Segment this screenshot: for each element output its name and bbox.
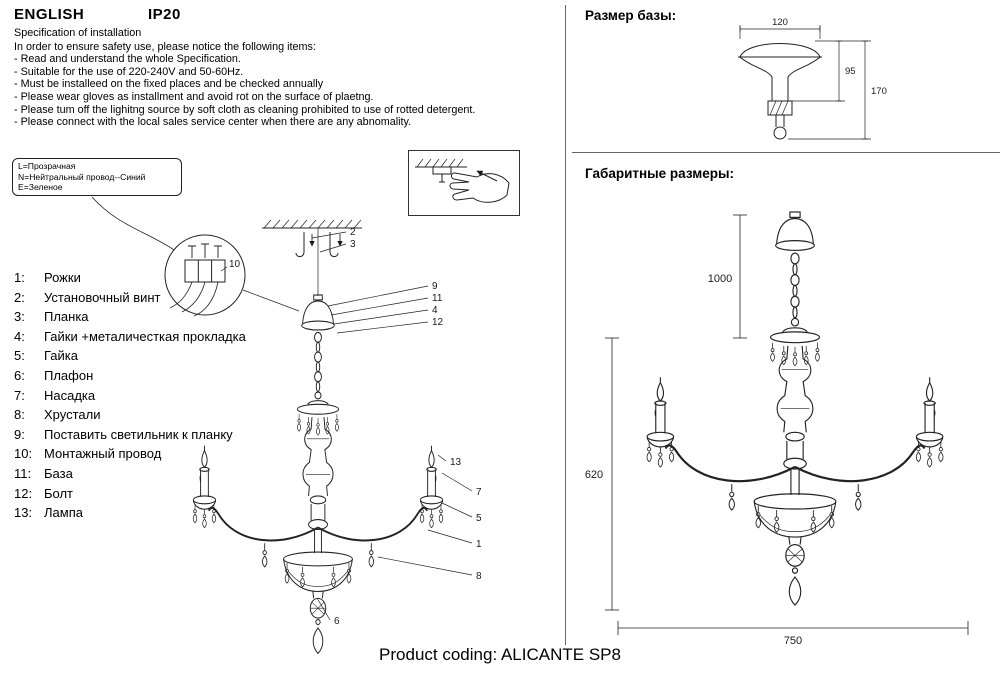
spec-item: - Please tum off the lighitng source by … (14, 103, 476, 116)
spec-title: Specification of installation (14, 27, 142, 39)
callout-9: 9 (432, 281, 438, 292)
part-item: 2:Установочный винт (14, 289, 161, 305)
spec-item: - Read and understand the whole Specific… (14, 53, 241, 66)
dim-170: 170 (871, 86, 887, 97)
spec-item: - Please connect with the local sales se… (14, 116, 412, 129)
spec-item: - Must be installeed on the fixed places… (14, 78, 324, 91)
part-item: 12:Болт (14, 485, 74, 501)
callout-7: 7 (476, 487, 482, 498)
callout-5: 5 (476, 513, 482, 524)
part-item: 7:Насадка (14, 387, 96, 403)
specification-text: Specification of installation In order t… (14, 27, 554, 129)
part-item: 1:Рожки (14, 270, 81, 285)
installation-diagram: 2 3 9 11 4 12 10 13 7 5 1 8 6 (91, 196, 482, 690)
legend-line-e: E=Зеленое (18, 182, 63, 193)
part-item: 9:Поставить светильник к планку (14, 426, 233, 442)
callout-4: 4 (432, 305, 438, 316)
hand-install-drawing (415, 158, 510, 203)
dim-1000: 1000 (708, 273, 732, 285)
wire-legend-box: L=Прозрачная N=Нейтральный провод--Синий… (12, 158, 182, 196)
base-dimension-drawing: 120 95 170 (738, 17, 887, 140)
hand-install-figure (408, 150, 520, 216)
vertical-divider (565, 5, 566, 645)
dim-620: 620 (585, 469, 603, 481)
part-item: 4:Гайки +металичесткая прокладка (14, 328, 246, 344)
legend-line-l: L=Прозрачная (18, 161, 76, 171)
overall-size-title: Габаритные размеры: (585, 166, 734, 181)
overall-dimension-drawing: 1000 620 750 (585, 160, 969, 647)
part-item: 8:Хрустали (14, 407, 101, 423)
parts-list: 1:Рожки 2:Установочный винт 3:Планка 4:Г… (14, 268, 246, 523)
legend-line-n: N=Нейтральный провод--Синий (18, 171, 146, 182)
part-item: 11:База (14, 465, 73, 481)
callout-1: 1 (476, 539, 482, 550)
dim-120: 120 (772, 17, 788, 28)
callout-6: 6 (334, 616, 340, 627)
part-item: 3:Планка (14, 309, 89, 325)
part-item: 6:Плафон (14, 367, 94, 383)
callout-3: 3 (350, 239, 356, 250)
callout-2: 2 (350, 227, 356, 238)
dim-95: 95 (845, 66, 856, 77)
part-item: 13:Лампа (14, 505, 83, 521)
ip-rating: IP20 (148, 6, 181, 23)
callout-13: 13 (450, 457, 462, 468)
wiring-detail-circle (164, 234, 246, 317)
callout-12: 12 (432, 317, 444, 328)
spec-item: - Suitable for the use of 220-240V and 5… (14, 65, 244, 78)
callout-11: 11 (432, 293, 443, 304)
language-label: ENGLISH (14, 6, 85, 23)
product-coding: Product coding: ALICANTE SP8 (379, 645, 621, 664)
part-item: 10:Монтажный провод (14, 446, 162, 462)
spec-intro: In order to ensure safety use, please no… (14, 40, 316, 53)
dim-750: 750 (784, 635, 802, 647)
horizontal-divider (572, 152, 1000, 153)
spec-item: - Please wear gloves as installment and … (14, 90, 374, 103)
base-size-title: Размер базы: (585, 8, 677, 23)
callout-8: 8 (476, 571, 482, 582)
callout-10: 10 (229, 259, 241, 270)
part-item: 5:Гайка (14, 348, 79, 364)
